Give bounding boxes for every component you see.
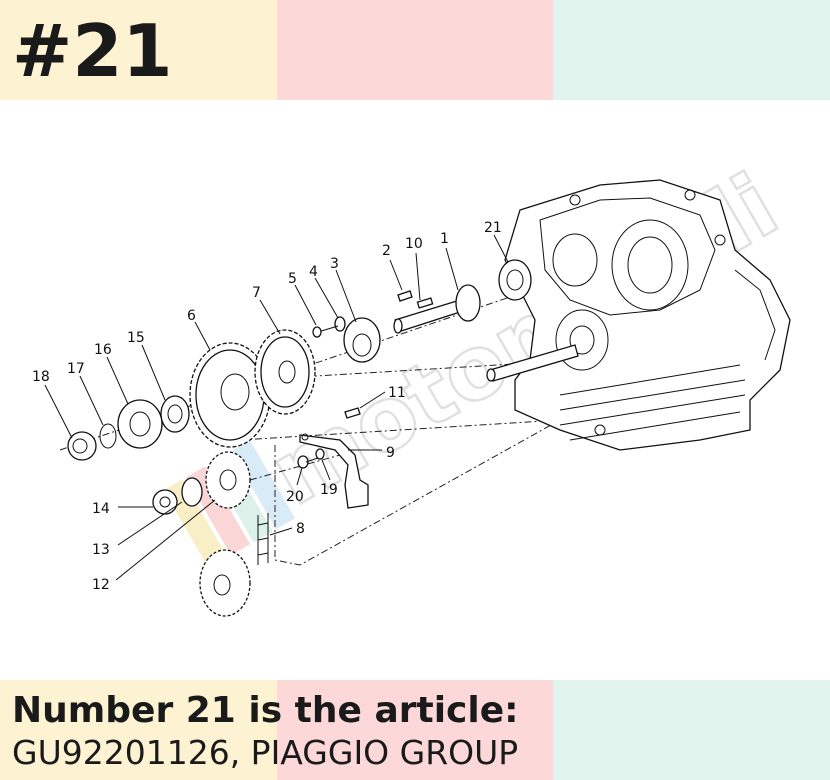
part-14-spacer xyxy=(152,489,178,515)
part-5-screw xyxy=(312,325,339,338)
part-4-washer xyxy=(334,316,346,332)
callout-7: 7 xyxy=(252,285,261,301)
header-band xyxy=(0,0,830,100)
callout-14: 14 xyxy=(92,501,110,517)
footer-band-yellow xyxy=(0,680,277,780)
leader-lines xyxy=(44,234,509,581)
callout-labels: 1 2 3 4 5 6 7 8 9 10 11 12 13 14 15 16 1… xyxy=(32,220,502,593)
part-18-sleeve xyxy=(67,431,97,461)
part-17-circlip xyxy=(99,423,117,449)
callout-5: 5 xyxy=(288,271,297,287)
part-19-washer xyxy=(315,448,325,460)
header-band-mint xyxy=(553,0,830,100)
callout-3: 3 xyxy=(330,256,339,272)
callout-18: 18 xyxy=(32,369,50,385)
part-21-bearing xyxy=(498,259,532,301)
footer-band xyxy=(0,680,830,780)
part-12-gear xyxy=(205,451,251,509)
caption-article-code: GU92201126, PIAGGIO GROUP xyxy=(12,733,519,772)
callout-11: 11 xyxy=(388,385,406,401)
part-7-gear xyxy=(254,329,316,415)
part-number-title: #21 xyxy=(12,9,173,93)
callout-15: 15 xyxy=(127,330,145,346)
part-11-key xyxy=(344,407,361,419)
engine-crankcase xyxy=(504,179,791,451)
callout-2: 2 xyxy=(382,243,391,259)
callout-4: 4 xyxy=(309,264,318,280)
header-band-yellow xyxy=(0,0,277,100)
part-3-flange xyxy=(343,317,381,363)
footer-band-pink xyxy=(277,680,553,780)
header-band-pink xyxy=(277,0,553,100)
callout-1: 1 xyxy=(440,231,449,247)
callout-19: 19 xyxy=(320,482,338,498)
footer-band-mint xyxy=(553,680,830,780)
part-1-camshaft xyxy=(393,284,481,334)
part-8-chain xyxy=(257,513,269,565)
callout-12: 12 xyxy=(92,577,110,593)
callout-21: 21 xyxy=(484,220,502,236)
part-15-bushing xyxy=(160,395,190,433)
callout-16: 16 xyxy=(94,342,112,358)
callout-6: 6 xyxy=(187,308,196,324)
callout-20: 20 xyxy=(286,489,304,505)
callout-8: 8 xyxy=(296,521,305,537)
part-13-washer xyxy=(181,477,203,507)
lower-sprocket-gear xyxy=(199,549,251,617)
part-2-key xyxy=(397,290,413,302)
part-16-bearing xyxy=(117,399,163,449)
exploded-parts-diagram: motomundi xyxy=(0,100,830,680)
article-caption: Number 21 is the article: GU92201126, PI… xyxy=(12,690,519,774)
lower-shaft xyxy=(486,344,579,382)
part-9-bracket xyxy=(299,433,369,509)
callout-10: 10 xyxy=(405,236,423,252)
callout-9: 9 xyxy=(386,445,395,461)
part-20-screw xyxy=(297,455,319,469)
caption-heading: Number 21 is the article: xyxy=(12,690,519,731)
part-6-gear xyxy=(189,342,271,448)
callout-17: 17 xyxy=(67,361,85,377)
callout-13: 13 xyxy=(92,542,110,558)
